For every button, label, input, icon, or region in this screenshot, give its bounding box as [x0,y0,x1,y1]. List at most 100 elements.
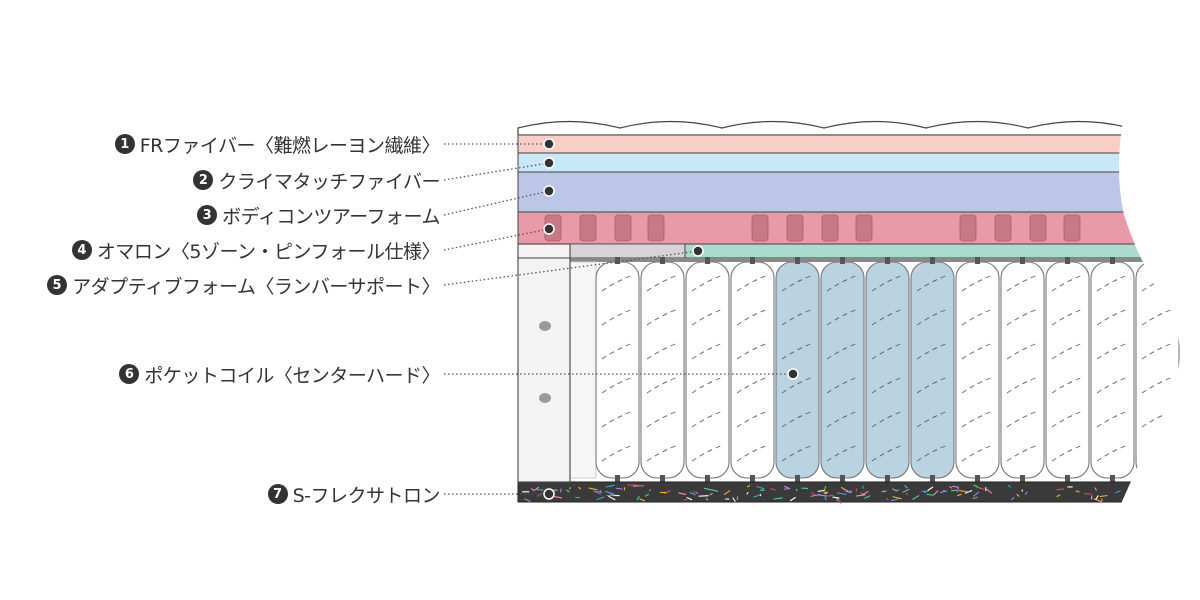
coil-clip-top-8 [930,257,935,264]
label-pocket-coil: 6 ポケットコイル〈センターハード〉 [119,361,440,387]
flexatron-fiber-101 [593,490,603,493]
omalon-pin-9 [959,214,977,242]
label-text-adaptive-foam: アダプティブフォーム〈ランバーサポート〉 [72,275,440,298]
quilted-top [517,120,1180,136]
omalon-pin-11 [1029,214,1047,242]
flexatron-fiber-91 [559,488,562,493]
pocket-coil-10 [1000,261,1045,479]
flexatron-fiber-136 [756,485,765,490]
flexatron-fiber-13 [933,490,939,496]
support-strip [569,243,686,259]
coil-clip-top-10 [1020,257,1025,264]
label-text-omalon: オマロン〈5ゾーン・ピンフォール仕様〉 [96,240,441,263]
leader-dot-6 [787,368,799,380]
flexatron-fiber-131 [1095,495,1099,500]
flexatron-fiber-124 [1190,498,1195,499]
label-omalon: 4 オマロン〈5ゾーン・ピンフォール仕様〉 [71,237,441,263]
number-badge-7: 7 [267,484,288,504]
flexatron-fiber-43 [837,498,842,504]
flexatron-fiber-116 [973,484,978,487]
flexatron-fiber-12 [686,496,693,501]
flexatron-fiber-106 [1189,496,1197,499]
flexatron-fiber-99 [595,491,602,495]
number-badge-1: 1 [114,134,135,154]
flexatron-fiber-36 [827,494,834,497]
coil-top-band [570,258,1180,262]
flexatron-fiber-113 [683,497,689,501]
pocket-coil-5 [775,261,820,479]
flexatron-fiber-145 [789,496,796,502]
flexatron-fiber-34 [952,485,960,488]
flexatron-fiber-63 [1024,491,1028,495]
label-adaptive-foam: 5 アダプティブフォーム〈ランバーサポート〉 [47,272,440,298]
flexatron-fiber-71 [905,492,909,496]
flexatron-fiber-98 [939,490,947,494]
flexatron-fiber-7 [605,490,615,495]
coil-clip-top-13 [1155,257,1160,264]
flexatron-fiber-126 [783,487,790,490]
flexatron-fiber-107 [723,489,731,496]
pocket-coil-1 [595,261,640,479]
flexatron-fiber-142 [957,493,962,497]
number-badge-5: 5 [47,275,68,295]
flexatron-fiber-86 [1099,494,1108,498]
flexatron-fiber-149 [588,487,598,491]
flexatron-fiber-118 [678,492,687,495]
flexatron-fiber-123 [864,495,871,499]
coil-clip-top-11 [1065,257,1070,264]
flexatron-fiber-80 [689,491,696,496]
flexatron-fiber-125 [986,488,993,494]
omalon-pin-5 [751,214,769,242]
flexatron-fiber-128 [1093,498,1102,503]
flexatron-fiber-11 [760,489,765,491]
flexatron-fiber-114 [959,490,969,493]
flexatron-fiber-42 [972,491,980,497]
coil-clip-bottom-7 [885,475,890,482]
flexatron-fiber-2 [823,491,828,494]
flexatron-fiber-9 [639,498,646,502]
coil-clip-top-7 [885,257,890,264]
leader-dot-7 [543,488,555,500]
flexatron-fiber-41 [881,490,887,493]
leader-line-5 [443,250,699,286]
flexatron-fiber-23 [705,498,709,501]
flexatron-fiber-108 [1115,490,1121,494]
flexatron-fiber-55 [1094,487,1097,491]
flexatron-fiber-130 [902,488,910,494]
pocket-coil-4 [730,261,775,479]
pocket-coil-13 [1135,261,1180,479]
flexatron-fiber-110 [759,493,762,497]
omalon-pin-8 [855,214,873,242]
flexatron-fiber-48 [861,490,869,496]
flexatron-fiber-68 [1150,493,1158,498]
flexatron-fiber-93 [578,486,582,490]
flexatron-fiber-72 [1090,495,1093,500]
leader-dot-2 [543,157,555,169]
flexatron-fiber-129 [753,494,761,498]
flexatron-fiber-76 [1134,489,1140,493]
flexatron-layer [517,481,1180,503]
flexatron-fiber-62 [892,488,898,492]
coil-clip-top-9 [975,257,980,264]
flexatron-fiber-83 [949,485,953,489]
pocket-coil-7 [865,261,910,479]
coil-clip-bottom-11 [1065,475,1070,482]
coil-clip-bottom-1 [615,475,620,482]
flexatron-fiber-134 [770,487,776,491]
pocket-coil-12 [1090,261,1135,479]
pocket-coil-9 [955,261,1000,479]
flexatron-fiber-28 [972,496,978,500]
flexatron-fiber-65 [1075,490,1080,493]
omalon-pin-12 [1063,214,1081,242]
label-text-pocket-coil: ポケットコイル〈センターハード〉 [144,364,440,387]
coil-partial [569,261,597,479]
coil-clip-bottom-2 [660,475,665,482]
flexatron-fiber-100 [1056,494,1061,498]
flexatron-fiber-133 [845,490,852,494]
flexatron-fiber-52 [1184,492,1185,494]
flexatron-fiber-102 [795,488,798,492]
side-panel [517,243,571,483]
leader-dot-4 [543,223,555,235]
label-text-s-flexatron: S-フレクサトロン [292,484,441,507]
